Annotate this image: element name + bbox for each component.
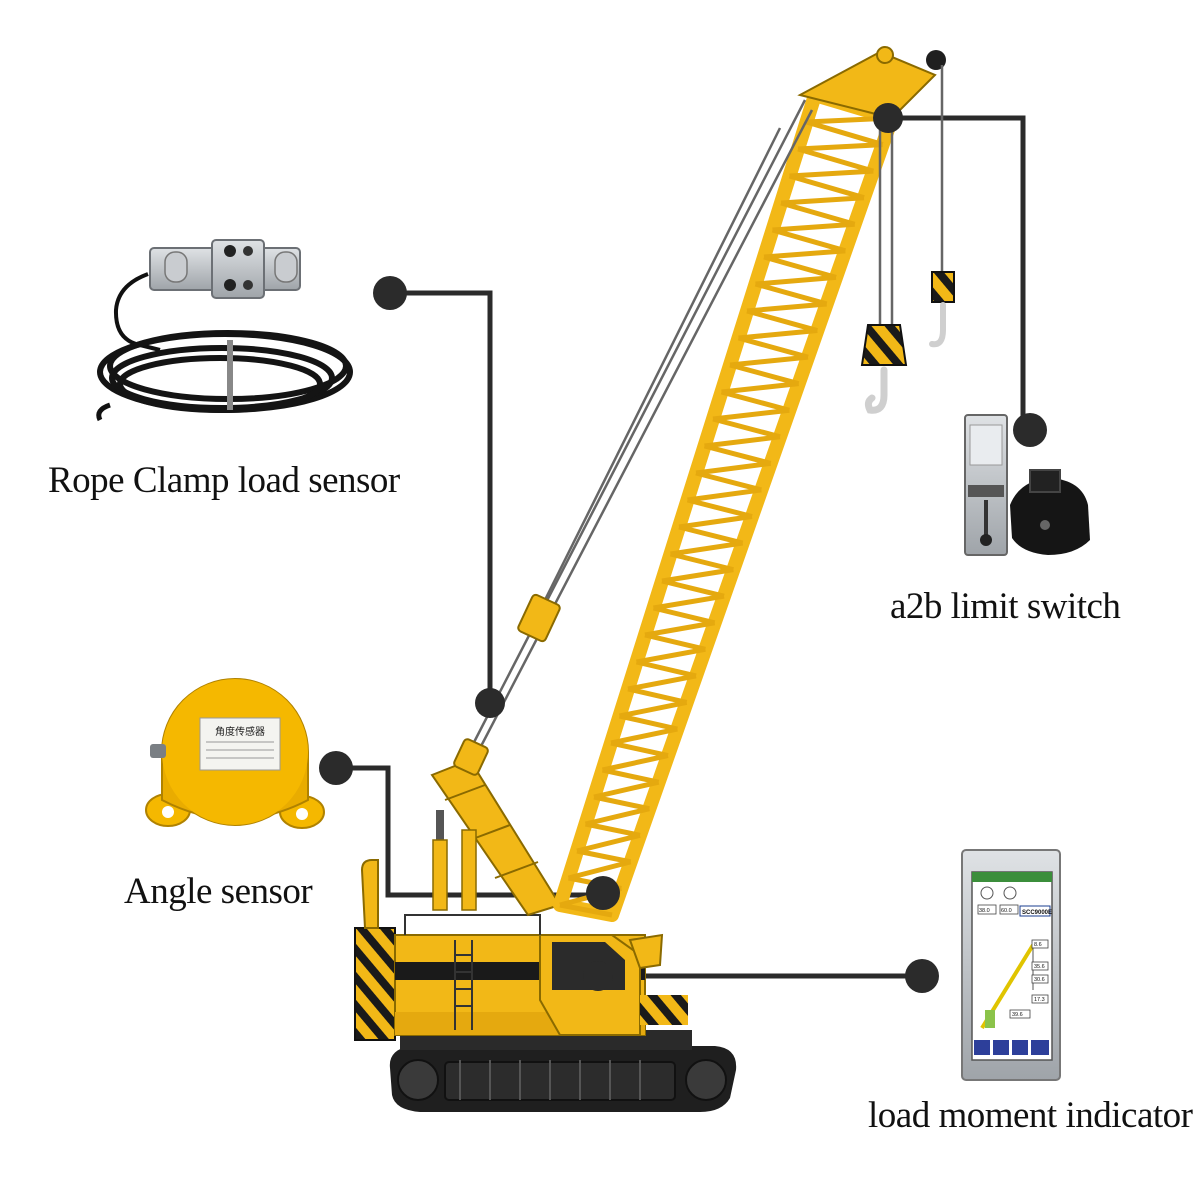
rear-fin <box>628 933 664 970</box>
lmi-device <box>961 849 1061 1081</box>
leader-line-a2b <box>888 115 1026 430</box>
angle-sensor <box>145 678 325 829</box>
boom-ropes <box>468 99 814 753</box>
hoist-ropes <box>878 65 944 325</box>
lmi-readout: 30.6 <box>1034 977 1045 983</box>
label-rope-clamp-load-sensor: Rope Clamp load sensor <box>48 460 400 501</box>
dot-lmi-start <box>583 961 613 991</box>
aux-hook <box>929 271 955 348</box>
rope-blocks <box>453 593 561 776</box>
leader-lines <box>335 115 1026 979</box>
angle-sensor-plate-text: 角度传感器 <box>215 725 265 738</box>
a2b-limit-switch <box>964 414 1090 556</box>
label-a2b-limit-switch: a2b limit switch <box>890 586 1121 627</box>
dot-a2b-end <box>1013 413 1047 447</box>
rope-clamp-sensor <box>96 239 353 422</box>
lmi-readout: 8.6 <box>1034 942 1042 948</box>
main-hook <box>860 324 908 414</box>
exhaust-pipe <box>360 859 379 929</box>
dot-a2b-start <box>873 103 903 133</box>
front-hazard <box>640 995 688 1025</box>
dot-angle-start <box>319 751 353 785</box>
dot-rope-clamp-start <box>373 276 407 310</box>
dot-angle-end <box>586 876 620 910</box>
lmi-screen-text: SCC9000E 38.0 60.0 8.6 35.6 30.6 17.3 39… <box>979 908 1052 1018</box>
counterweight <box>354 927 396 1041</box>
label-load-moment-indicator: load moment indicator <box>868 1095 1193 1136</box>
lmi-readout: 35.6 <box>1034 964 1045 970</box>
lmi-model-text: SCC9000E <box>1022 910 1052 916</box>
lmi-readout: 39.6 <box>1012 1012 1023 1018</box>
dot-lmi-end <box>905 959 939 993</box>
leader-line-rope-clamp <box>388 290 493 700</box>
ladder <box>454 940 473 1030</box>
leader-line-angle <box>335 765 603 898</box>
label-angle-sensor: Angle sensor <box>124 871 313 912</box>
dot-rope-clamp-end <box>475 688 505 718</box>
crawler-tracks <box>389 1046 737 1112</box>
leader-dots <box>319 103 1047 993</box>
gantry <box>430 758 562 917</box>
lmi-readout: 17.3 <box>1034 997 1045 1003</box>
lmi-readout: 60.0 <box>1001 908 1012 914</box>
railing <box>404 914 541 935</box>
boom-tip <box>797 50 937 120</box>
lmi-readout: 38.0 <box>979 908 990 914</box>
